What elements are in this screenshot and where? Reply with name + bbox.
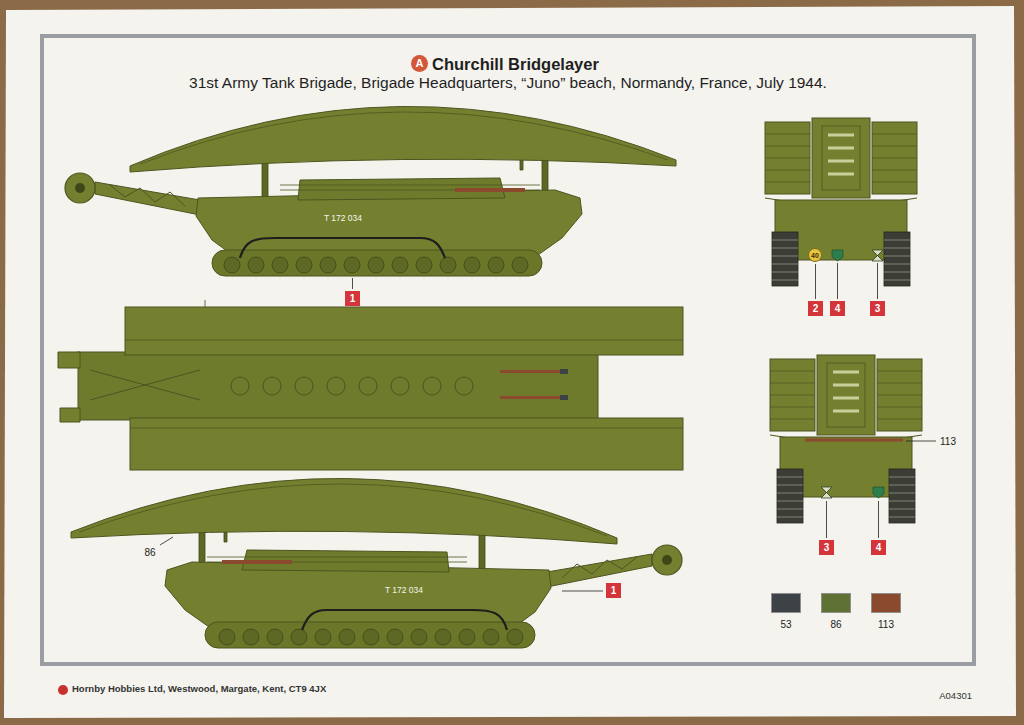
side-view-mirrored [71, 478, 682, 648]
leader-line [160, 537, 173, 545]
unit-badge [873, 487, 884, 498]
color-swatch [771, 593, 801, 613]
label-text: Hornby Hobbies Ltd, Westwood, Margate, K… [72, 684, 326, 694]
bridge-deck [130, 106, 676, 172]
top-view [58, 300, 683, 470]
arm-truss [110, 185, 185, 206]
label-text: 113 [940, 436, 956, 447]
callout-number: 2 [808, 301, 823, 316]
hull-serial: T 172 034 [385, 586, 423, 595]
node-text: 1 [350, 294, 356, 304]
frame-inner [822, 126, 860, 190]
color-callout: 113 [940, 436, 956, 447]
bridge-frame [812, 118, 870, 198]
hull-serial: T 172 034 [324, 214, 362, 223]
paint-number: 113 [871, 619, 901, 630]
unit-badge [832, 250, 843, 261]
rear-view [770, 355, 922, 523]
callout-number: 3 [870, 301, 885, 316]
label-text: T 172 034 [324, 214, 362, 223]
side-view [65, 106, 676, 276]
color-callout: 86 [144, 547, 155, 558]
node-text: 40 [811, 252, 819, 259]
label-text: A04301 [939, 691, 972, 701]
paper-sheet [4, 6, 1016, 718]
hull-top [78, 352, 598, 420]
deck-line [140, 112, 668, 164]
node-text: 3 [875, 304, 881, 314]
marking-letter: A [411, 55, 428, 72]
node-text: 4 [835, 304, 841, 314]
pulley-hub [75, 183, 85, 193]
node-text: 3 [824, 543, 830, 553]
leader-line [352, 278, 353, 289]
track-links [772, 240, 910, 280]
front-view [765, 118, 917, 286]
road-wheels [224, 257, 528, 273]
legend-entry: 53 [771, 593, 801, 630]
callout-number: 4 [871, 540, 886, 555]
color-swatch [821, 593, 851, 613]
arm-truss [90, 370, 200, 400]
deck-line [125, 340, 683, 428]
arm-pulley [65, 173, 95, 203]
leader-line [827, 501, 879, 538]
node-text: 1 [611, 586, 617, 596]
label-text: 31st Army Tank Brigade, Brigade Headquar… [189, 74, 827, 91]
hornby-logo [58, 685, 68, 695]
leader-line [906, 441, 936, 442]
subtitle: 31st Army Tank Brigade, Brigade Headquar… [189, 74, 827, 91]
publisher-address: Hornby Hobbies Ltd, Westwood, Margate, K… [72, 684, 326, 694]
track [212, 250, 542, 276]
legend-entry: 86 [821, 593, 851, 630]
formation-sign [872, 250, 883, 261]
hydraulic-ram [500, 370, 560, 399]
leader-line [816, 263, 878, 299]
label-text: T 172 034 [385, 586, 423, 595]
callout-number: 3 [819, 540, 834, 555]
label-text: 86 [144, 547, 155, 558]
callout-number: 1 [606, 583, 621, 598]
color-swatch [871, 593, 901, 613]
paint-number: 53 [771, 619, 801, 630]
node-text: 2 [813, 304, 819, 314]
bridge-half [125, 307, 683, 355]
formation-sign [821, 487, 832, 498]
sheet-code: A04301 [939, 691, 972, 701]
paint-number: 86 [821, 619, 851, 630]
tow-cable [240, 238, 445, 258]
sheet-title: Churchill Bridgelayer [432, 55, 599, 73]
callout-number: 1 [345, 291, 360, 306]
title-text: Churchill Bridgelayer [432, 55, 599, 73]
launch-arm [95, 182, 200, 215]
red-stripe [805, 439, 903, 442]
leader-line [562, 591, 603, 592]
ladder-rung [828, 135, 854, 174]
bridge-half [130, 418, 683, 470]
lightening-holes [231, 377, 473, 395]
callout-number: 4 [830, 301, 845, 316]
decal-number: 40 [808, 248, 822, 262]
ram-tip [560, 369, 568, 400]
arm-end [58, 352, 80, 422]
node-text: A [416, 58, 424, 69]
sheet-frame [42, 36, 974, 664]
node-text: 4 [876, 543, 882, 553]
legend-entry: 113 [871, 593, 901, 630]
hydraulic-ram [455, 188, 525, 192]
